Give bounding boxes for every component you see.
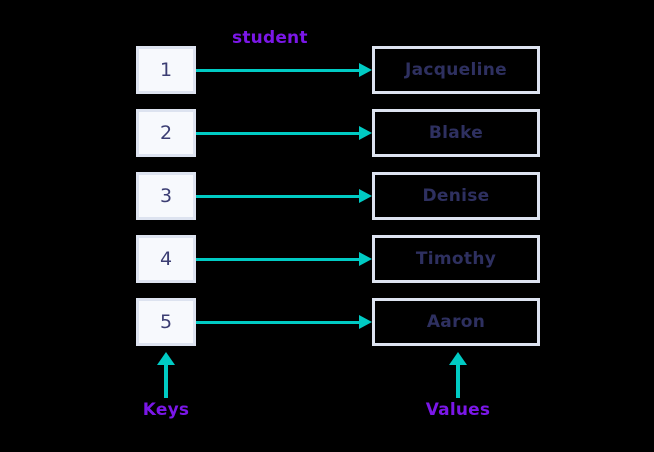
arrow-shaft <box>456 362 460 398</box>
key-box[interactable]: 2 <box>136 109 196 157</box>
arrow-shaft <box>196 131 360 135</box>
arrow-shaft <box>196 194 360 198</box>
arrow-head <box>359 126 372 140</box>
key-box[interactable]: 5 <box>136 298 196 346</box>
value-box[interactable]: Denise <box>372 172 540 220</box>
mapping-arrow-icon <box>196 63 372 77</box>
value-box[interactable]: Blake <box>372 109 540 157</box>
mapping-row: 3 Denise <box>0 172 654 220</box>
mapping-arrow-icon <box>196 189 372 203</box>
arrow-head <box>359 63 372 77</box>
value-box[interactable]: Aaron <box>372 298 540 346</box>
arrow-shaft <box>196 320 360 324</box>
arrow-shaft <box>164 362 168 398</box>
arrow-shaft <box>196 68 360 72</box>
keys-up-arrow-icon <box>156 352 176 398</box>
key-label: 4 <box>159 248 173 270</box>
mapping-row: 4 Timothy <box>0 235 654 283</box>
mapping-row: 1 Jacqueline <box>0 46 654 94</box>
value-label: Denise <box>422 186 490 206</box>
value-label: Aaron <box>426 312 486 332</box>
arrow-shaft <box>196 257 360 261</box>
key-label: 1 <box>159 59 173 81</box>
arrow-head <box>359 315 372 329</box>
value-label: Timothy <box>415 249 497 269</box>
mapping-row: 2 Blake <box>0 109 654 157</box>
arrow-head <box>359 189 372 203</box>
mapping-arrow-icon <box>196 315 372 329</box>
value-label: Blake <box>428 123 484 143</box>
key-box[interactable]: 1 <box>136 46 196 94</box>
mapping-arrow-icon <box>196 252 372 266</box>
mapping-row: 5 Aaron <box>0 298 654 346</box>
arrow-head <box>157 352 175 365</box>
values-up-arrow-icon <box>448 352 468 398</box>
value-box[interactable]: Timothy <box>372 235 540 283</box>
mapping-arrow-icon <box>196 126 372 140</box>
value-label: Jacqueline <box>405 60 507 80</box>
key-box[interactable]: 3 <box>136 172 196 220</box>
arrow-head <box>359 252 372 266</box>
dictionary-name-label: student <box>232 28 308 48</box>
key-label: 3 <box>159 185 173 207</box>
arrow-head <box>449 352 467 365</box>
key-label: 5 <box>159 311 173 333</box>
value-box[interactable]: Jacqueline <box>372 46 540 94</box>
values-label: Values <box>425 400 491 420</box>
key-box[interactable]: 4 <box>136 235 196 283</box>
key-label: 2 <box>159 122 173 144</box>
keys-label: Keys <box>142 400 190 420</box>
